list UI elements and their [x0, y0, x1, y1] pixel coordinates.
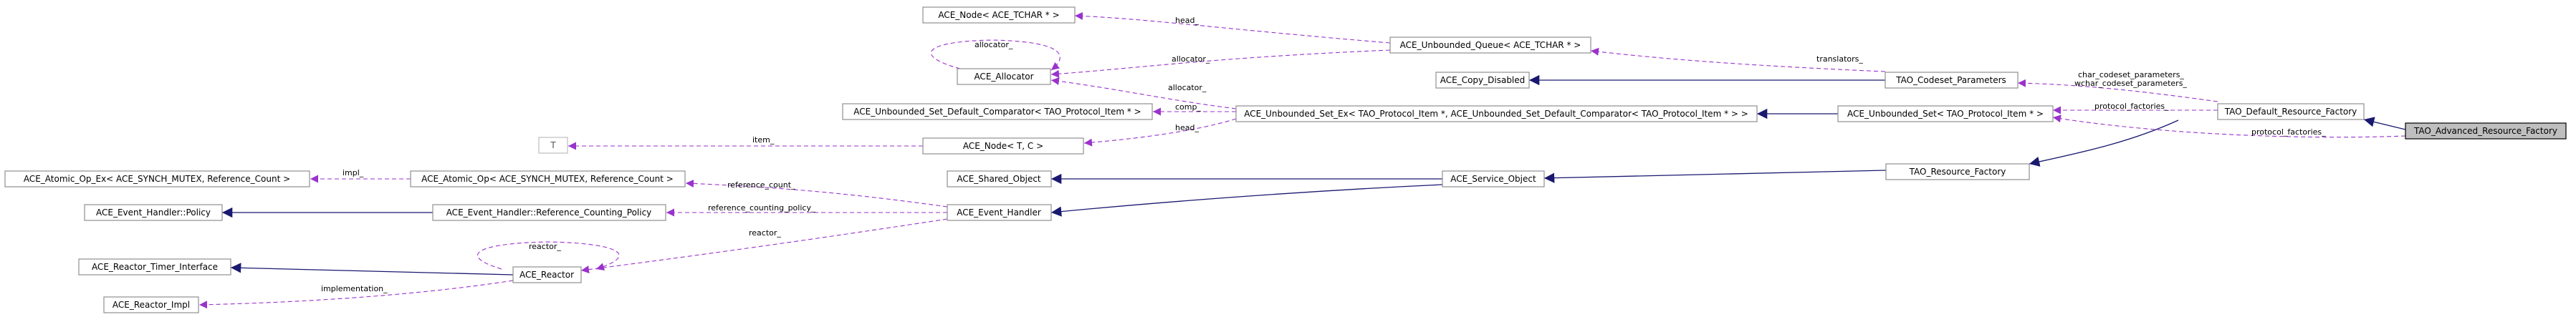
uses-edge-reference-counting-policy: reference_counting_policy_ — [666, 203, 947, 217]
edge-label-translators: translators_ — [1816, 54, 1863, 64]
node-label: ACE_Copy_Disabled — [1440, 75, 1526, 85]
node-label: TAO_Codeset_Parameters — [1895, 75, 2006, 85]
class-node-ace-shared-object[interactable]: ACE_Shared_Object — [947, 170, 1052, 187]
class-node-ace-unbounded-set-ex[interactable]: ACE_Unbounded_Set_Ex< TAO_Protocol_Item … — [1235, 105, 1758, 122]
edge-label-implementation: implementation_ — [321, 284, 388, 293]
class-node-ace-atomic-op[interactable]: ACE_Atomic_Op< ACE_SYNCH_MUTEX, Referenc… — [410, 170, 686, 187]
template-param-node-t[interactable]: T — [538, 137, 568, 154]
class-node-ace-reactor[interactable]: ACE_Reactor — [512, 266, 582, 283]
class-node-ace-service-object[interactable]: ACE_Service_Object — [1442, 170, 1545, 187]
uses-edge-translators: translators_ — [1590, 47, 1886, 72]
edge-label-allocator-set: allocator_ — [1168, 83, 1207, 92]
edge-label-reference-count: reference_count_ — [727, 180, 795, 190]
class-node-ace-event-handler[interactable]: ACE_Event_Handler — [947, 204, 1052, 221]
node-label: ACE_Atomic_Op< ACE_SYNCH_MUTEX, Referenc… — [421, 174, 674, 184]
inherit-edge-timer-interface — [230, 263, 514, 275]
edge-label-allocator-self: allocator_ — [975, 40, 1013, 49]
node-label: ACE_Reactor_Impl — [112, 300, 190, 310]
uses-edge-protocol-factories-2: protocol_factories_ — [2052, 114, 2406, 138]
edge-label-head: head_ — [1175, 16, 1199, 25]
inherit-edge-resource-factory — [2029, 120, 2179, 167]
node-label: ACE_Allocator — [974, 72, 1033, 82]
node-label: ACE_Atomic_Op_Ex< ACE_SYNCH_MUTEX, Refer… — [24, 174, 290, 184]
uses-edge-reference-count: reference_count_ — [685, 179, 948, 208]
node-label: TAO_Advanced_Resource_Factory — [2413, 126, 2557, 136]
node-label: TAO_Resource_Factory — [1909, 167, 2006, 177]
uses-edge-reactor-self: reactor_ — [477, 241, 620, 270]
uses-edge-implementation: implementation_ — [198, 280, 514, 309]
class-node-tao-default-resource-factory[interactable]: TAO_Default_Resource_Factory — [2217, 103, 2365, 120]
inherit-edge-event-handler — [1050, 184, 1443, 217]
uses-edge-allocator-set: allocator_ — [1050, 77, 1237, 109]
uses-edge-head-set: head_ — [1083, 118, 1237, 147]
edge-label-protocol-factories-1: protocol_factories_ — [2094, 102, 2169, 111]
uses-edge-allocator-queue: allocator_ — [1050, 49, 1391, 78]
node-label: ACE_Service_Object — [1450, 174, 1536, 184]
class-node-set-default-comparator[interactable]: ACE_Unbounded_Set_Default_Comparator< TA… — [842, 103, 1153, 120]
inherit-edge-service-object — [1543, 170, 1887, 183]
class-node-ace-atomic-op-ex[interactable]: ACE_Atomic_Op_Ex< ACE_SYNCH_MUTEX, Refer… — [4, 170, 310, 187]
uses-edge-reactor-eh: reactor_ — [580, 218, 948, 274]
edge-label-protocol-factories-2: protocol_factories_ — [2251, 127, 2326, 137]
class-node-tao-codeset-parameters[interactable]: TAO_Codeset_Parameters — [1885, 72, 2019, 89]
edge-label-char-codeset: char_codeset_parameters_ — [2078, 70, 2184, 79]
class-node-ace-reactor-impl[interactable]: ACE_Reactor_Impl — [103, 296, 199, 313]
node-label: ACE_Shared_Object — [957, 174, 1041, 184]
node-label: ACE_Node< T, C > — [963, 141, 1043, 151]
uses-edge-head-queue: head_ — [1074, 11, 1391, 44]
edge-label-reactor-self: reactor_ — [529, 242, 561, 251]
class-node-ace-allocator[interactable]: ACE_Allocator — [957, 68, 1051, 85]
edge-label-reactor-eh: reactor_ — [749, 228, 781, 238]
inherit-edge-default-resource-factory — [2363, 117, 2406, 130]
edge-label-allocator-queue: allocator_ — [1172, 54, 1210, 64]
class-node-ace-unbounded-queue[interactable]: ACE_Unbounded_Queue< ACE_TCHAR * > — [1389, 36, 1591, 54]
class-node-ace-copy-disabled[interactable]: ACE_Copy_Disabled — [1435, 72, 1530, 89]
node-label: ACE_Event_Handler — [957, 208, 1041, 218]
node-label: ACE_Unbounded_Set< TAO_Protocol_Item * > — [1847, 109, 2044, 119]
uses-edge-char-codeset: char_codeset_parameters_ wchar_codeset_p… — [2017, 70, 2218, 102]
class-node-tao-advanced-resource-factory[interactable]: TAO_Advanced_Resource_Factory — [2405, 122, 2567, 140]
node-label: ACE_Event_Handler::Reference_Counting_Po… — [446, 208, 652, 218]
node-label: ACE_Unbounded_Queue< ACE_TCHAR * > — [1400, 40, 1581, 50]
node-label: ACE_Reactor — [519, 270, 574, 280]
edge-label-reference-counting-policy: reference_counting_policy_ — [708, 203, 815, 213]
node-label: T — [550, 140, 556, 150]
edge-label-impl: impl_ — [343, 168, 364, 177]
edge-label-head-set: head_ — [1175, 123, 1199, 132]
uses-edge-item: item_ — [568, 135, 923, 150]
uses-edge-impl: impl_ — [310, 168, 411, 183]
uses-edge-protocol-factories-1: protocol_factories_ — [2053, 102, 2218, 114]
node-label: ACE_Reactor_Timer_Interface — [92, 262, 218, 272]
node-label: ACE_Unbounded_Set_Ex< TAO_Protocol_Item … — [1244, 109, 1748, 119]
edge-label-item: item_ — [752, 135, 775, 145]
edge-label-comp: comp_ — [1175, 102, 1201, 112]
node-label: TAO_Default_Resource_Factory — [2224, 107, 2357, 117]
class-node-ace-node-tchar[interactable]: ACE_Node< ACE_TCHAR * > — [922, 6, 1076, 24]
class-node-reference-counting-policy[interactable]: ACE_Event_Handler::Reference_Counting_Po… — [432, 204, 666, 221]
class-node-ace-node-t-c[interactable]: ACE_Node< T, C > — [922, 137, 1084, 155]
node-label: ACE_Node< ACE_TCHAR * > — [938, 10, 1059, 20]
class-node-reactor-timer-interface[interactable]: ACE_Reactor_Timer_Interface — [78, 258, 231, 275]
class-node-event-handler-policy[interactable]: ACE_Event_Handler::Policy — [84, 204, 223, 221]
class-node-tao-resource-factory[interactable]: TAO_Resource_Factory — [1885, 163, 2030, 180]
uses-edge-allocator-self: allocator_ — [930, 39, 1060, 71]
node-label: ACE_Unbounded_Set_Default_Comparator< TA… — [853, 107, 1141, 117]
class-node-ace-unbounded-set[interactable]: ACE_Unbounded_Set< TAO_Protocol_Item * > — [1837, 105, 2054, 122]
edge-label-wchar-codeset: wchar_codeset_parameters_ — [2074, 79, 2187, 88]
uses-edge-comp: comp_ — [1153, 102, 1236, 116]
node-label: ACE_Event_Handler::Policy — [96, 208, 211, 218]
